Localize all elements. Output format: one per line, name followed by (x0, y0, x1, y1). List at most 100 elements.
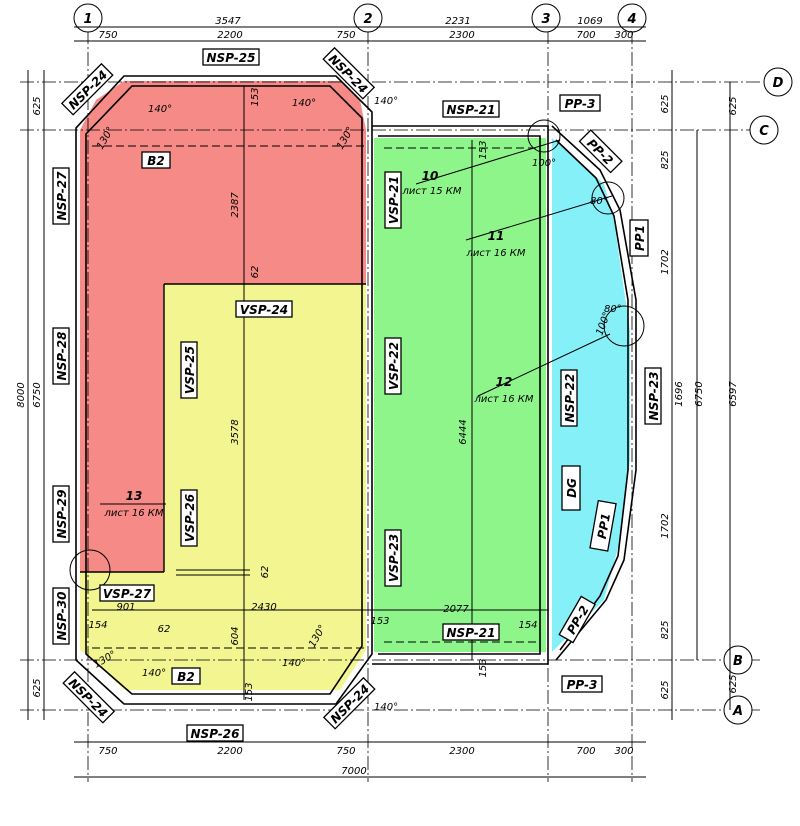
panel-dg: DG (561, 465, 581, 511)
dim-top-2300: 2300 (449, 30, 474, 41)
beam-b2-bottom-label: B2 (177, 670, 195, 684)
axis-bubble-4: 4 (617, 3, 647, 33)
dim-153c: 153 (244, 682, 255, 701)
callout-10-sheet: лист 15 КМ (401, 186, 461, 197)
dim-901: 901 (116, 602, 135, 613)
panel-pp-3-bottom-label: PP-3 (567, 678, 598, 692)
panel-vsp-23: VSP-23 (384, 529, 402, 587)
callout-13-sheet: лист 16 КМ (103, 508, 163, 519)
angle-140b: 140° (292, 98, 316, 109)
dim-left-6750: 6750 (32, 382, 43, 407)
axis-label-1: 1 (83, 12, 92, 27)
panel-nsp-27: NSP-27 (52, 167, 70, 225)
panel-vsp-23-label: VSP-23 (387, 534, 401, 582)
axis-label-B: B (733, 654, 743, 669)
panel-nsp-23-label: NSP-23 (647, 372, 661, 421)
dim-153a: 153 (250, 87, 261, 106)
beam-b2-bottom: B2 (171, 667, 201, 685)
axis-bubble-C: C (749, 115, 779, 145)
dim-left-625a: 625 (32, 96, 43, 115)
panel-nsp-28-label: NSP-28 (55, 332, 69, 381)
zone-green (374, 138, 546, 652)
dim-top-750b: 750 (336, 30, 355, 41)
dim-bot-750a: 750 (98, 746, 117, 757)
dim-153e: 153 (370, 616, 389, 627)
panel-nsp-27-label: NSP-27 (55, 171, 69, 221)
axis-label-D: D (773, 76, 784, 91)
panel-vsp-26: VSP-26 (180, 489, 198, 547)
panel-nsp-21-top-label: NSP-21 (447, 103, 496, 117)
panel-nsp-22-label: NSP-22 (563, 374, 577, 423)
axis-label-2: 2 (363, 12, 372, 27)
panel-vsp-25: VSP-25 (180, 341, 198, 399)
callout-10-number: 10 (422, 169, 439, 183)
axis-bubble-D: D (763, 67, 793, 97)
axis-label-C: C (759, 124, 769, 139)
dim-154a: 154 (88, 620, 107, 631)
panel-vsp-24-label: VSP-24 (240, 303, 288, 317)
panel-dg-label: DG (565, 478, 579, 498)
dim-left-8000: 8000 (16, 382, 27, 407)
panel-nsp-29-label: NSP-29 (55, 490, 69, 539)
dim-62c: 62 (158, 624, 171, 635)
panel-pp1-upper-label: PP1 (633, 225, 647, 251)
panel-vsp-22-label: VSP-22 (387, 342, 401, 390)
dim-154b: 154 (518, 620, 537, 631)
angle-100a: 100° (532, 158, 556, 169)
panel-vsp-21: VSP-21 (384, 171, 402, 229)
dim-bot-700: 700 (576, 746, 595, 757)
dim-top-750a: 750 (98, 30, 117, 41)
axis-label-3: 3 (541, 12, 550, 27)
angle-140a: 140° (148, 104, 172, 115)
dim-top-2231: 2231 (445, 16, 470, 27)
axis-bubble-2: 2 (353, 3, 383, 33)
panel-pp1-lower: PP1 (589, 499, 617, 552)
dim-right-825b: 825 (660, 620, 671, 639)
dim-bot-2300: 2300 (449, 746, 474, 757)
panel-vsp-26-label: VSP-26 (183, 494, 197, 542)
dim-right-1702a: 1702 (660, 249, 671, 274)
beam-b2-top-label: B2 (147, 154, 165, 168)
panel-vsp-27: VSP-27 (99, 584, 155, 602)
panel-pp1-upper: PP1 (629, 219, 649, 257)
panel-nsp-25: NSP-25 (202, 48, 260, 66)
dim-right-625c: 625 (660, 680, 671, 699)
dim-right-6597: 6597 (728, 381, 739, 407)
dim-top-3547: 3547 (215, 16, 241, 27)
panel-nsp-30-label: NSP-30 (55, 592, 69, 641)
panel-nsp-24-bl: NSP-24 (62, 670, 116, 724)
dim-top-2200: 2200 (217, 30, 242, 41)
dim-62a: 62 (250, 266, 261, 279)
panel-vsp-22: VSP-22 (384, 337, 402, 395)
panel-vsp-21-label: VSP-21 (387, 176, 401, 224)
axis-bubble-3: 3 (531, 3, 561, 33)
panel-nsp-21-top: NSP-21 (442, 100, 500, 118)
axis-label-4: 4 (626, 12, 636, 27)
dim-2430: 2430 (251, 602, 276, 613)
dim-right-1696: 1696 (674, 381, 685, 406)
dim-bot-300: 300 (614, 746, 633, 757)
dim-right-625d: 625 (728, 674, 739, 693)
dim-153d: 153 (478, 658, 489, 677)
panel-pp1-lower-label: PP1 (595, 512, 613, 540)
angle-140f: 140° (374, 702, 398, 713)
panel-nsp-26: NSP-26 (186, 724, 244, 742)
axis-bubble-B: B (723, 645, 753, 675)
panel-vsp-27-label: VSP-27 (103, 587, 152, 601)
panel-nsp-25-label: NSP-25 (207, 51, 256, 65)
callout-11-sheet: лист 16 КМ (465, 248, 525, 259)
axis-label-A: A (732, 704, 743, 719)
callout-12-number: 12 (496, 375, 513, 389)
panel-nsp-21-bottom-label: NSP-21 (447, 626, 496, 640)
panel-pp-3-top: PP-3 (559, 94, 601, 112)
beam-b2-top: B2 (141, 151, 171, 169)
dim-604: 604 (230, 626, 241, 645)
dim-top-700: 700 (576, 30, 595, 41)
panel-nsp-23: NSP-23 (644, 367, 662, 425)
dim-bot-750b: 750 (336, 746, 355, 757)
zone-red (80, 81, 366, 572)
dim-2077: 2077 (443, 604, 469, 615)
dim-left-625b: 625 (32, 678, 43, 697)
axis-bubble-1: 1 (73, 3, 103, 33)
